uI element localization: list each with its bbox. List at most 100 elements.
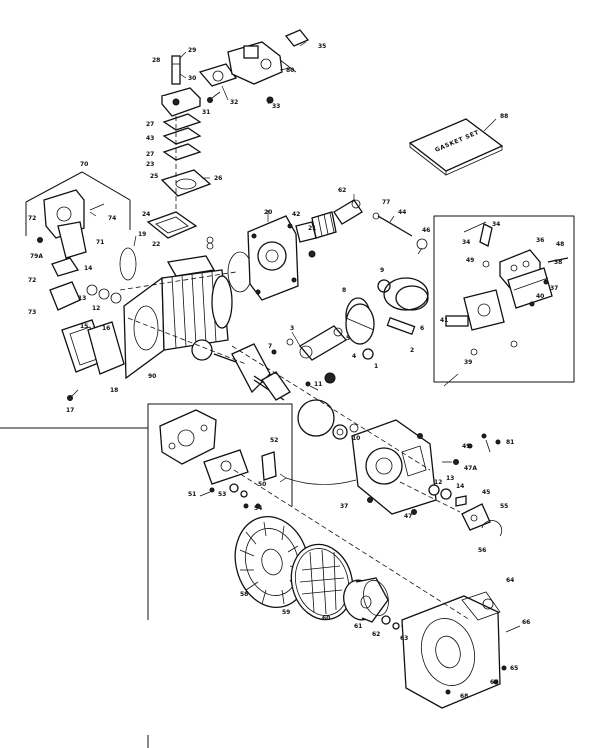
piston-assembly <box>271 277 429 384</box>
callout-68: 68 <box>460 693 468 700</box>
callout-4: 4 <box>352 353 356 360</box>
intake-gasket-stack <box>146 113 212 239</box>
callout-14: 14 <box>84 265 92 272</box>
callout-13: 13 <box>78 295 86 302</box>
callout-63: 63 <box>400 635 408 642</box>
callout-8: 8 <box>342 287 346 294</box>
callout-30: 30 <box>188 75 196 82</box>
callout-6: 6 <box>420 325 424 332</box>
callout-81: 81 <box>506 439 514 446</box>
callout-66: 66 <box>522 619 530 626</box>
callout-18: 18 <box>110 387 118 394</box>
reference-arrow <box>285 477 357 485</box>
callout-19: 19 <box>138 231 146 238</box>
flywheel <box>234 515 310 609</box>
callout-47: 47 <box>404 513 412 520</box>
callout-79a: 79A <box>30 253 43 260</box>
callout-49b: 49 <box>462 443 470 450</box>
callout-50: 50 <box>258 481 266 488</box>
callout-74: 74 <box>108 215 116 222</box>
callout-14b: 14 <box>456 483 464 490</box>
callout-62: 62 <box>338 187 346 194</box>
callout-35: 35 <box>318 43 326 50</box>
starter-housing <box>401 591 521 709</box>
callout-39: 39 <box>464 359 472 366</box>
callout-80: 80 <box>286 67 294 74</box>
callout-53: 53 <box>218 491 226 498</box>
callout-34: 34 <box>492 221 500 228</box>
right-detail-box <box>433 215 575 387</box>
air-intake-parts <box>37 189 125 401</box>
callout-46: 46 <box>422 227 430 234</box>
callout-38: 38 <box>554 259 562 266</box>
callout-28: 28 <box>152 57 160 64</box>
governor-parts <box>411 433 503 537</box>
callout-11: 11 <box>314 381 322 388</box>
callout-41: 41 <box>440 317 448 324</box>
callout-72: 72 <box>28 215 36 222</box>
callout-29: 29 <box>188 47 196 54</box>
callout-15: 15 <box>80 323 88 330</box>
callout-16: 16 <box>102 325 110 332</box>
callout-72b: 72 <box>28 277 36 284</box>
callout-64: 64 <box>506 577 514 584</box>
callout-73: 73 <box>28 309 36 316</box>
callout-37: 37 <box>550 285 558 292</box>
callout-49: 49 <box>466 257 474 264</box>
callout-56: 56 <box>478 547 486 554</box>
callout-9: 9 <box>380 267 384 274</box>
callout-10: 10 <box>352 435 360 442</box>
callout-71: 71 <box>96 239 104 246</box>
crankcase-front <box>119 215 316 301</box>
cylinder <box>123 236 233 380</box>
callout-54: 54 <box>254 505 262 512</box>
callout-12: 12 <box>92 305 100 312</box>
crankshaft <box>191 339 311 401</box>
exploded-center-lines <box>119 271 471 621</box>
callout-36: 36 <box>536 237 544 244</box>
callout-77: 77 <box>382 199 390 206</box>
callout-34b: 34 <box>462 239 470 246</box>
callout-12b: 12 <box>434 479 442 486</box>
crankcase-rear <box>297 399 437 515</box>
callout-62b: 62 <box>372 631 380 638</box>
callout-44: 44 <box>398 209 406 216</box>
callout-2: 2 <box>410 347 414 354</box>
callout-20: 20 <box>264 209 272 216</box>
carburetor-assembly <box>160 29 310 117</box>
callout-60: 60 <box>322 615 330 622</box>
callout-31: 31 <box>202 109 210 116</box>
gasket-set-package: GASKET SET <box>408 118 504 176</box>
callout-23: 23 <box>146 161 154 168</box>
starter-cup <box>343 577 407 630</box>
callout-37b: 37 <box>340 503 348 510</box>
callout-58: 58 <box>240 591 248 598</box>
callout-1: 1 <box>374 363 378 370</box>
callout-43: 43 <box>146 135 154 142</box>
callout-24: 24 <box>142 211 150 218</box>
callout-70: 70 <box>80 161 88 168</box>
callout-47a: 47A <box>464 465 477 472</box>
callout-5: 5 <box>346 335 350 342</box>
drive-shaft <box>295 199 428 250</box>
callout-21: 21 <box>308 225 316 232</box>
left-detail-box <box>25 171 131 236</box>
callout-40: 40 <box>536 293 544 300</box>
callout-45: 45 <box>482 489 490 496</box>
starter-screen <box>290 543 354 621</box>
callout-65: 65 <box>510 665 518 672</box>
callout-27a: 27 <box>146 121 154 128</box>
callout-17: 17 <box>66 407 74 414</box>
callout-13b: 13 <box>446 475 454 482</box>
callout-25: 25 <box>150 173 158 180</box>
callout-51: 51 <box>188 491 196 498</box>
callout-52: 52 <box>270 437 278 444</box>
callout-7: 7 <box>268 343 272 350</box>
callout-27b: 27 <box>146 151 154 158</box>
callout-42: 42 <box>292 211 300 218</box>
callout-67: 67 <box>490 679 498 686</box>
callout-22: 22 <box>152 241 160 248</box>
lower-left-detail-box <box>147 403 293 620</box>
